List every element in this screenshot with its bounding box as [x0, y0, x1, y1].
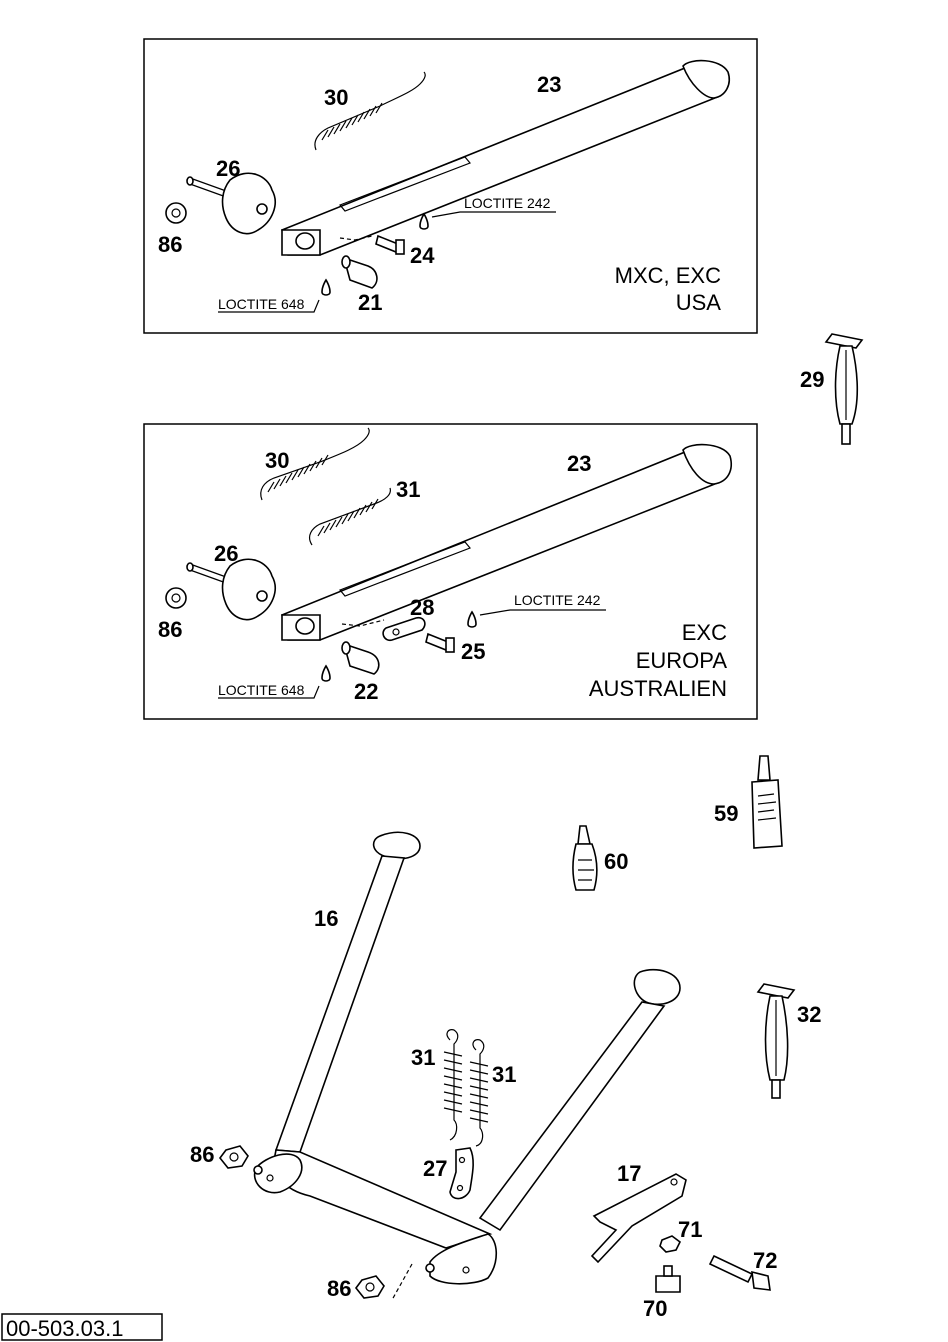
spring-hook-tool-32: 32 — [756, 983, 821, 1099]
part-number-86-upper: 86 — [190, 1142, 214, 1167]
reference-box — [1, 1313, 163, 1341]
spring-drawings — [260, 427, 391, 546]
part-number-23: 23 — [537, 72, 561, 97]
loctite-242-label: LOCTITE 242 — [464, 195, 551, 211]
fasteners-drawing — [218, 609, 606, 699]
spring-hook-tool-29: 29 — [800, 333, 864, 445]
part-number-23: 23 — [567, 451, 591, 476]
loctite-648-label: LOCTITE 648 — [218, 682, 305, 698]
part-number-30: 30 — [324, 85, 348, 110]
part-number-22: 22 — [354, 679, 378, 704]
panel-exc-europa-australien: LOCTITE 242 LOCTITE 648 30 31 23 26 86 2… — [143, 423, 758, 720]
part-number-31: 31 — [396, 477, 420, 502]
part-number-28: 28 — [410, 595, 434, 620]
part-number-31-left: 31 — [411, 1045, 435, 1070]
variant-line-1: MXC, EXC — [615, 263, 721, 288]
part-number-25: 25 — [461, 639, 485, 664]
variant-line-2: USA — [676, 290, 722, 315]
variant-line-2: EUROPA — [636, 648, 728, 673]
part-number-86-lower: 86 — [327, 1276, 351, 1301]
loctite-648-label: LOCTITE 648 — [218, 296, 305, 312]
drawing-reference-number: 00-503.03.1 — [6, 1316, 123, 1341]
side-stand-drawing — [281, 59, 730, 256]
loctite-242-label: LOCTITE 242 — [514, 592, 601, 608]
part-number-27: 27 — [423, 1156, 447, 1181]
part-number-59: 59 — [714, 801, 738, 826]
part-number-26: 26 — [216, 156, 240, 181]
loctite-bottle-59: 59 — [714, 755, 783, 849]
side-stand-drawing — [281, 443, 732, 641]
spring-plate-27-drawing — [449, 1147, 474, 1200]
part-number-70: 70 — [643, 1296, 667, 1321]
part-number-30: 30 — [265, 448, 289, 473]
part-number-72: 72 — [753, 1248, 777, 1273]
part-number-60: 60 — [604, 849, 628, 874]
nuts-drawing — [218, 1145, 413, 1301]
part-number-26: 26 — [214, 541, 238, 566]
part-number-32: 32 — [797, 1002, 821, 1027]
panel-frame — [143, 423, 758, 720]
part-number-71: 71 — [678, 1217, 702, 1242]
panel-frame — [143, 38, 758, 334]
stand-bracket-drawing — [590, 1173, 771, 1293]
part-number-16: 16 — [314, 906, 338, 931]
center-stand-drawing — [253, 831, 681, 1285]
spring-drawing — [314, 71, 426, 151]
part-number-21: 21 — [358, 290, 382, 315]
part-number-17: 17 — [617, 1161, 641, 1186]
grease-tube-60: 60 — [572, 825, 628, 891]
part-number-24: 24 — [410, 243, 435, 268]
stand-springs-drawing — [443, 1029, 489, 1147]
part-number-31-right: 31 — [492, 1062, 516, 1087]
panel-mxc-exc-usa: LOCTITE 242 LOCTITE 648 30 23 26 86 24 2… — [143, 38, 758, 334]
part-number-86: 86 — [158, 617, 182, 642]
part-number-29: 29 — [800, 367, 824, 392]
pivot-bolt-drawing — [165, 558, 276, 621]
part-number-86: 86 — [158, 232, 182, 257]
fasteners-drawing — [218, 211, 556, 313]
variant-line-1: EXC — [682, 620, 727, 645]
variant-line-3: AUSTRALIEN — [589, 676, 727, 701]
pivot-bolt-drawing — [165, 172, 276, 235]
